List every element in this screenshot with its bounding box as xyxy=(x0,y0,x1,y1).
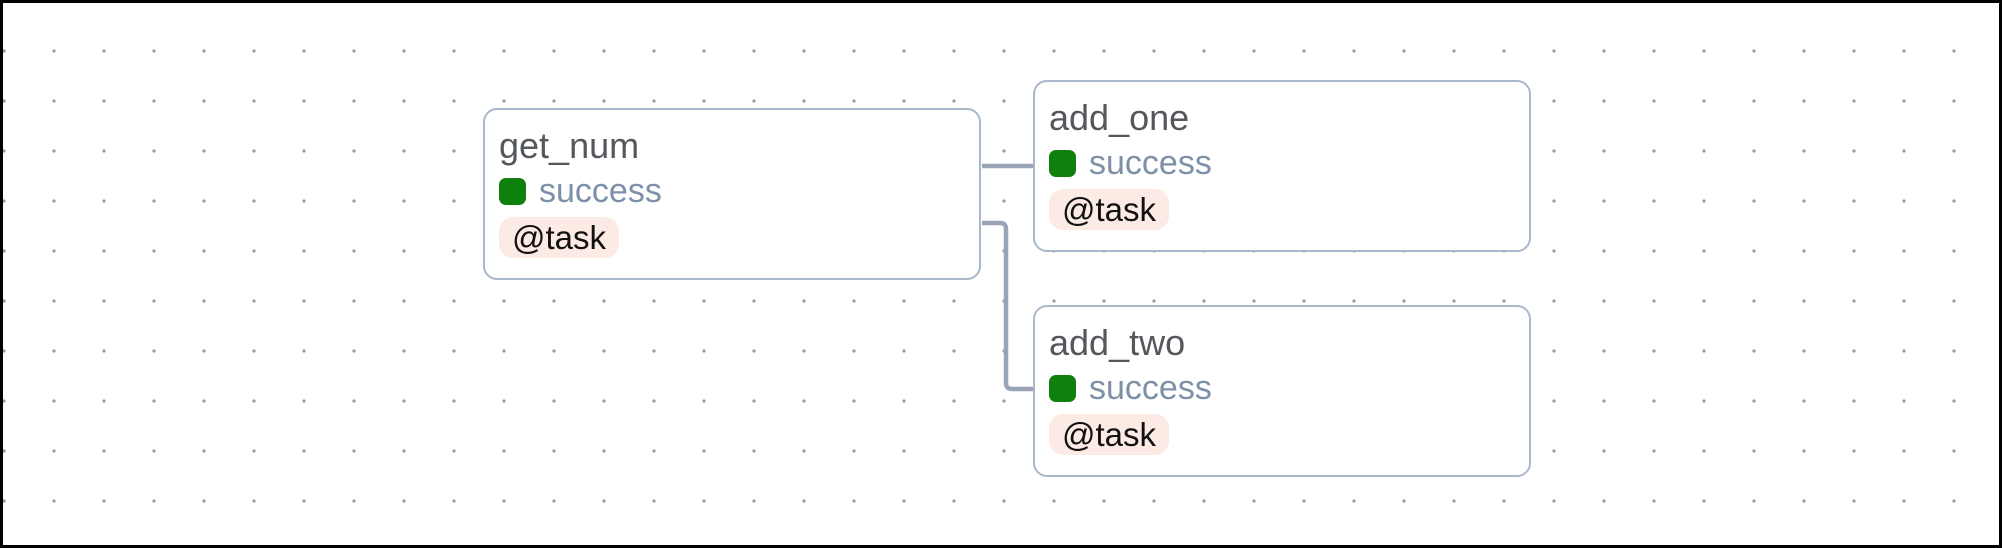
task-status-label: success xyxy=(1089,369,1212,407)
success-status-icon xyxy=(1049,150,1076,177)
task-status-row: success xyxy=(1049,369,1515,407)
task-node-get_num[interactable]: get_num success @task xyxy=(483,108,981,280)
task-decorator-badge: @task xyxy=(1049,414,1170,455)
task-status-label: success xyxy=(539,172,662,210)
task-title: add_two xyxy=(1049,322,1186,363)
task-status-row: success xyxy=(1049,144,1515,182)
task-decorator-badge: @task xyxy=(499,217,620,258)
task-status-row: success xyxy=(499,172,965,210)
task-decorator-badge: @task xyxy=(1049,189,1170,230)
dag-edges xyxy=(982,163,1033,392)
success-status-icon xyxy=(1049,375,1076,402)
task-node-add_one[interactable]: add_one success @task xyxy=(1033,80,1531,252)
dag-graph-canvas[interactable]: get_num success @task add_one success @t… xyxy=(3,3,1999,545)
edge-get_num-add_two xyxy=(982,220,1033,392)
task-title: get_num xyxy=(499,125,640,166)
task-title: add_one xyxy=(1049,97,1190,138)
task-status-label: success xyxy=(1089,144,1212,182)
task-node-add_two[interactable]: add_two success @task xyxy=(1033,305,1531,477)
success-status-icon xyxy=(499,178,526,205)
